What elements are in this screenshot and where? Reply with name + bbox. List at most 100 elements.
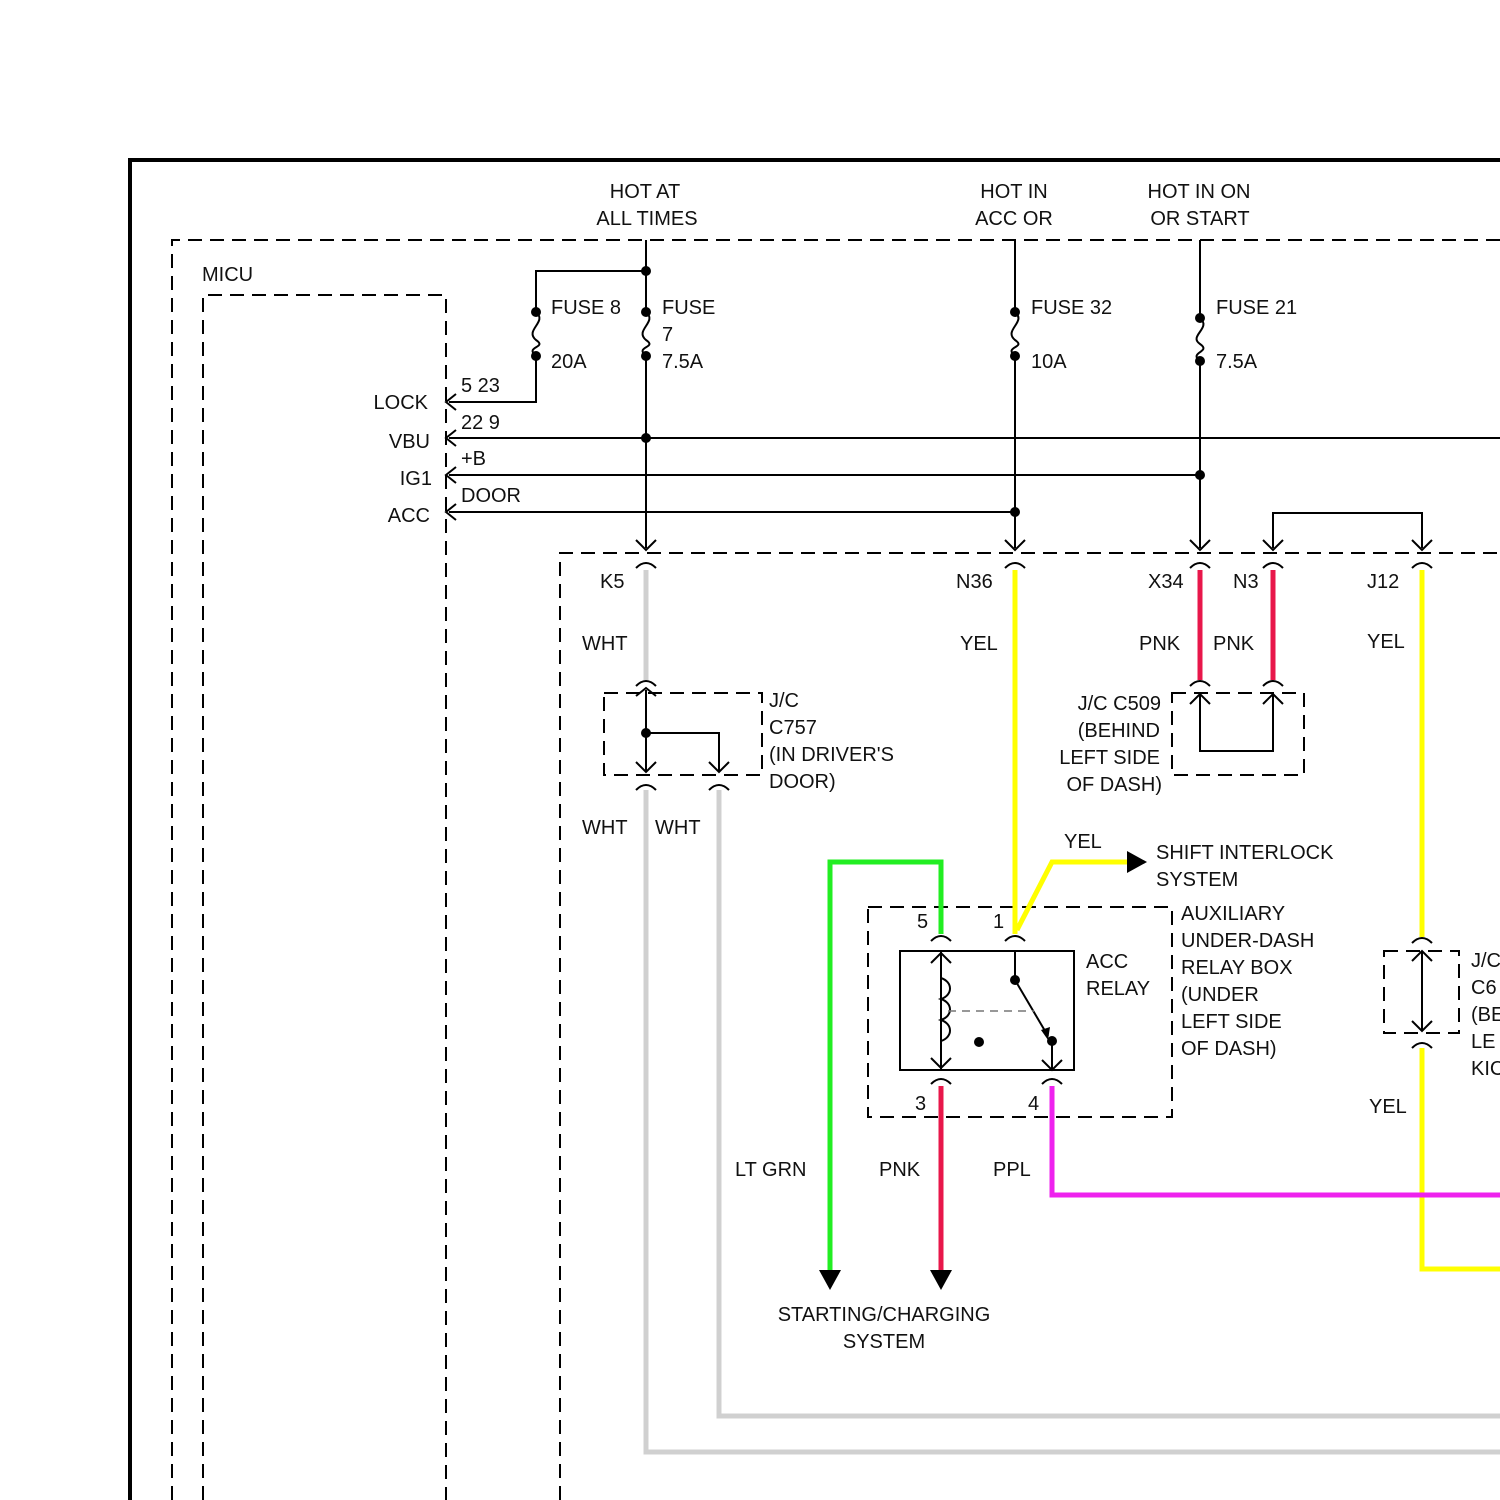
- micu-pin-number-acc: DOOR: [461, 485, 521, 507]
- shift-interlock-label-1: SHIFT INTERLOCK: [1156, 842, 1334, 864]
- fuse32-top-dot: [1010, 307, 1020, 317]
- c6-label-4: LE: [1471, 1031, 1495, 1053]
- relay-box-label-5: LEFT SIDE: [1181, 1011, 1282, 1033]
- shift-interlock-arrow: [1127, 851, 1147, 873]
- c509-label-4: OF DASH): [1066, 774, 1162, 796]
- c6-label-5: KIC: [1471, 1058, 1500, 1080]
- fuse7-bottom-dot: [641, 351, 651, 361]
- c6-label-2: C6: [1471, 977, 1497, 999]
- starting-charging-label-2: SYSTEM: [843, 1331, 925, 1353]
- junction-dot: [641, 266, 651, 276]
- fuse21-bottom-dot: [1195, 356, 1205, 366]
- vbu-junction-dot: [641, 433, 651, 443]
- relay-box-label-3: RELAY BOX: [1181, 957, 1293, 979]
- micu-pin-acc: ACC: [388, 505, 430, 527]
- relay-box-label-2: UNDER-DASH: [1181, 930, 1314, 952]
- connector-x34-label: X34: [1148, 571, 1184, 593]
- n3-j12-link-wire: [1273, 513, 1422, 548]
- shift-interlock-label-2: SYSTEM: [1156, 869, 1238, 891]
- relay-pin-1: 1: [993, 911, 1004, 933]
- relay-center-dot: [974, 1037, 984, 1047]
- micu-pin-number-lock: 5 23: [461, 375, 500, 397]
- wire-color-lt-grn: LT GRN: [735, 1159, 807, 1181]
- fuse21-symbol: [1197, 318, 1204, 361]
- fuse7-symbol: [643, 312, 650, 356]
- wire-color-yel-n36: YEL: [960, 633, 998, 655]
- relay-box-label-4: (UNDER: [1181, 984, 1259, 1006]
- fuse7-name: FUSE: [662, 297, 715, 319]
- fuse8-symbol: [533, 312, 540, 356]
- wire-color-wht-right: WHT: [655, 817, 701, 839]
- starting-arrow-pnk: [930, 1270, 952, 1290]
- source-hot-in-acc-label: HOT IN: [980, 181, 1047, 203]
- c509-label-1: J/C C509: [1078, 693, 1161, 715]
- micu-pin-lock: LOCK: [374, 392, 429, 414]
- fuse32-name: FUSE 32: [1031, 297, 1112, 319]
- source-hot-in-on-label: HOT IN ON: [1148, 181, 1251, 203]
- relay-box-boundary: [868, 907, 1172, 1117]
- c757-label-4: DOOR): [769, 771, 836, 793]
- c509-label-2: (BEHIND: [1078, 720, 1160, 742]
- fuse7-rating: 7.5A: [662, 351, 704, 373]
- yel-wire-shift-interlock: [1017, 862, 1127, 930]
- fuse8-rating: 20A: [551, 351, 587, 373]
- source-hot-in-acc-label-2: ACC OR: [975, 208, 1053, 230]
- connector-n36-label: N36: [956, 571, 993, 593]
- fuse8-top-dot: [531, 307, 541, 317]
- wire-color-pnk-x34: PNK: [1139, 633, 1181, 655]
- c757-internal-wiring: [646, 690, 719, 772]
- micu-pin-number-ig1: +B: [461, 448, 486, 470]
- fuse32-bottom-dot: [1010, 351, 1020, 361]
- wire-color-yel-j12: YEL: [1367, 631, 1405, 653]
- fuse8-name: FUSE 8: [551, 297, 621, 319]
- fuse32-symbol: [1012, 312, 1019, 356]
- c757-label-1: J/C: [769, 690, 799, 712]
- fuse21-rating: 7.5A: [1216, 351, 1258, 373]
- acc-junction-dot: [1010, 507, 1020, 517]
- starting-arrow-grn: [819, 1270, 841, 1290]
- yel-wire-j12-lower: [1422, 1048, 1500, 1269]
- c757-junction-dot: [641, 728, 651, 738]
- c509-internal-wiring: [1200, 694, 1273, 751]
- wire-color-yel-shift: YEL: [1064, 831, 1102, 853]
- fuse32-rating: 10A: [1031, 351, 1067, 373]
- micu-label: MICU: [202, 264, 253, 286]
- relay-switch-contact: [1047, 1036, 1057, 1046]
- source-hot-at-all-times-label: HOT AT: [610, 181, 680, 203]
- c757-label-2: C757: [769, 717, 817, 739]
- fuse21-top-dot: [1195, 313, 1205, 323]
- wire-color-wht-left: WHT: [582, 817, 628, 839]
- wire-color-ppl: PPL: [993, 1159, 1031, 1181]
- micu-pin-number-vbu: 22 9: [461, 412, 500, 434]
- acc-relay-label-1: ACC: [1086, 951, 1128, 973]
- relay-switch-pivot: [1010, 975, 1020, 985]
- wire-color-pnk-n3: PNK: [1213, 633, 1255, 655]
- micu-pin-vbu: VBU: [389, 431, 430, 453]
- diagram-frame: [130, 160, 1500, 1500]
- c509-label-3: LEFT SIDE: [1059, 747, 1160, 769]
- lower-section-boundary: [560, 553, 1500, 1500]
- connector-j12-label: J12: [1367, 571, 1399, 593]
- fuse8-bottom-dot: [531, 351, 541, 361]
- fuse21-name: FUSE 21: [1216, 297, 1297, 319]
- c6-label-3: (BE: [1471, 1004, 1500, 1026]
- wire-color-pnk-relay: PNK: [879, 1159, 921, 1181]
- relay-pin-5: 5: [917, 911, 928, 933]
- acc-relay-label-2: RELAY: [1086, 978, 1150, 1000]
- ig1-junction-dot: [1195, 470, 1205, 480]
- relay-pin-4: 4: [1028, 1093, 1039, 1115]
- wire-color-wht-k5: WHT: [582, 633, 628, 655]
- wht-wire-left-return: [646, 790, 1500, 1452]
- source-hot-at-all-times-label-2: ALL TIMES: [596, 208, 697, 230]
- source-hot-in-on-label-2: OR START: [1150, 208, 1249, 230]
- ppl-wire: [1052, 1086, 1500, 1195]
- c757-label-3: (IN DRIVER'S: [769, 744, 894, 766]
- fuse7-top-dot: [641, 307, 651, 317]
- wire-color-yel-lower: YEL: [1369, 1096, 1407, 1118]
- junction-c509-box: [1172, 693, 1304, 775]
- starting-charging-label-1: STARTING/CHARGING: [778, 1304, 991, 1326]
- connector-k5-label: K5: [600, 571, 624, 593]
- relay-pin-3: 3: [915, 1093, 926, 1115]
- micu-pin-ig1: IG1: [400, 468, 432, 490]
